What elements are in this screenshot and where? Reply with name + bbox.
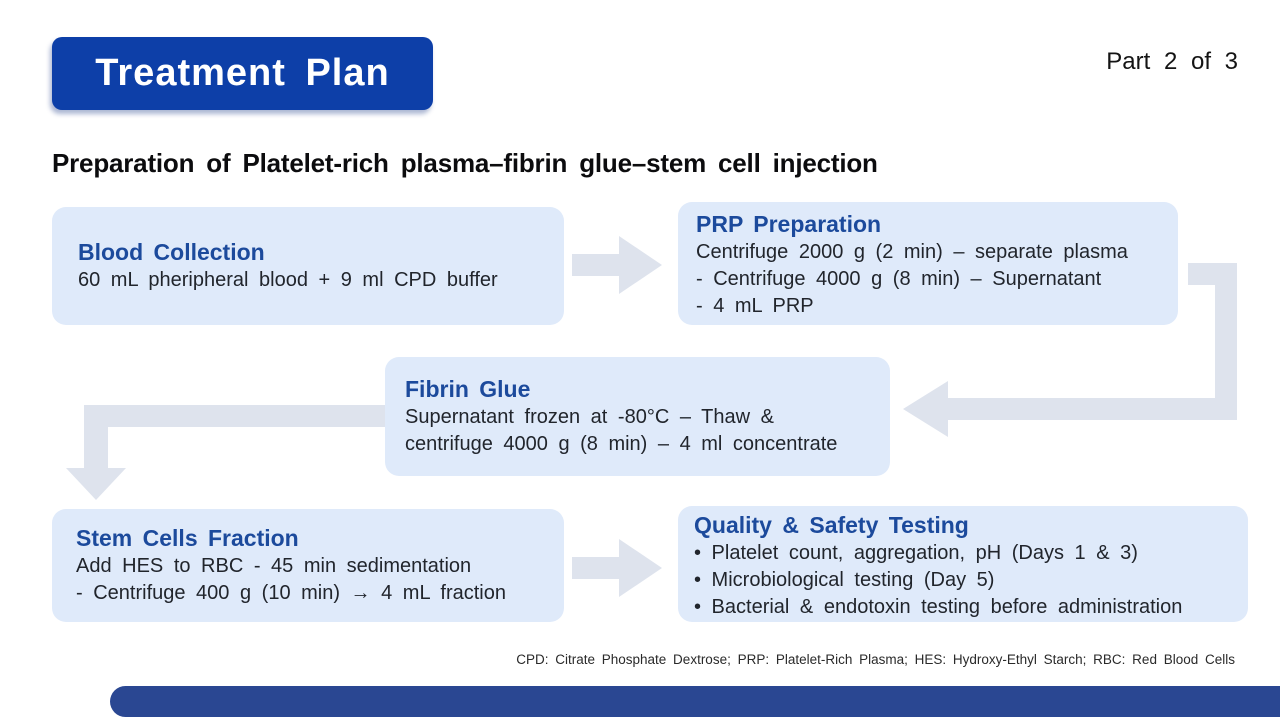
flow-box-blood-collection: Blood Collection 60 mL pheripheral blood…: [52, 207, 564, 325]
box-heading: PRP Preparation: [696, 211, 882, 237]
part-indicator: Part 2 of 3: [1106, 48, 1238, 75]
box-line: • Bacterial & endotoxin testing before a…: [694, 596, 1183, 618]
box-line: 60 mL pheripheral blood + 9 ml CPD buffe…: [78, 269, 498, 291]
abbreviation-footnote: CPD: Citrate Phosphate Dextrose; PRP: Pl…: [516, 652, 1235, 667]
flow-box-quality-safety-testing: Quality & Safety Testing • Platelet coun…: [678, 506, 1248, 622]
box-line: Centrifuge 2000 g (2 min) – separate pla…: [696, 241, 1128, 263]
flow-arrow-right-icon: [572, 539, 662, 597]
box-line: - 4 mL PRP: [696, 295, 814, 317]
page-title: Treatment Plan: [95, 52, 390, 94]
slide-subtitle: Preparation of Platelet-rich plasma–fibr…: [52, 148, 878, 178]
box-line: • Platelet count, aggregation, pH (Days …: [694, 542, 1138, 564]
box-heading: Fibrin Glue: [405, 376, 531, 402]
bottom-accent-bar: [110, 686, 1280, 717]
flow-box-fibrin-glue: Fibrin Glue Supernatant frozen at -80°C …: [385, 357, 890, 476]
box-line: centrifuge 4000 g (8 min) – 4 ml concent…: [405, 433, 838, 455]
box-heading: Quality & Safety Testing: [694, 512, 969, 538]
box-line: • Microbiological testing (Day 5): [694, 569, 995, 591]
flow-arrow-right-icon: [572, 236, 662, 294]
box-heading: Stem Cells Fraction: [76, 525, 299, 551]
flow-box-stem-cells-fraction: Stem Cells Fraction Add HES to RBC - 45 …: [52, 509, 564, 622]
box-line: - Centrifuge 4000 g (8 min) – Supernatan…: [696, 268, 1102, 290]
box-line: - Centrifuge 400 g (10 min) → 4 mL fract…: [76, 582, 506, 604]
flow-elbow-arrow-down-icon: [66, 405, 385, 500]
title-banner: Treatment Plan: [52, 37, 433, 110]
box-line: Add HES to RBC - 45 min sedimentation: [76, 555, 472, 577]
flow-box-prp-preparation: PRP Preparation Centrifuge 2000 g (2 min…: [678, 202, 1178, 325]
box-heading: Blood Collection: [78, 239, 265, 265]
box-line: Supernatant frozen at -80°C – Thaw &: [405, 406, 774, 428]
flow-elbow-arrow-left-icon: [903, 263, 1237, 437]
